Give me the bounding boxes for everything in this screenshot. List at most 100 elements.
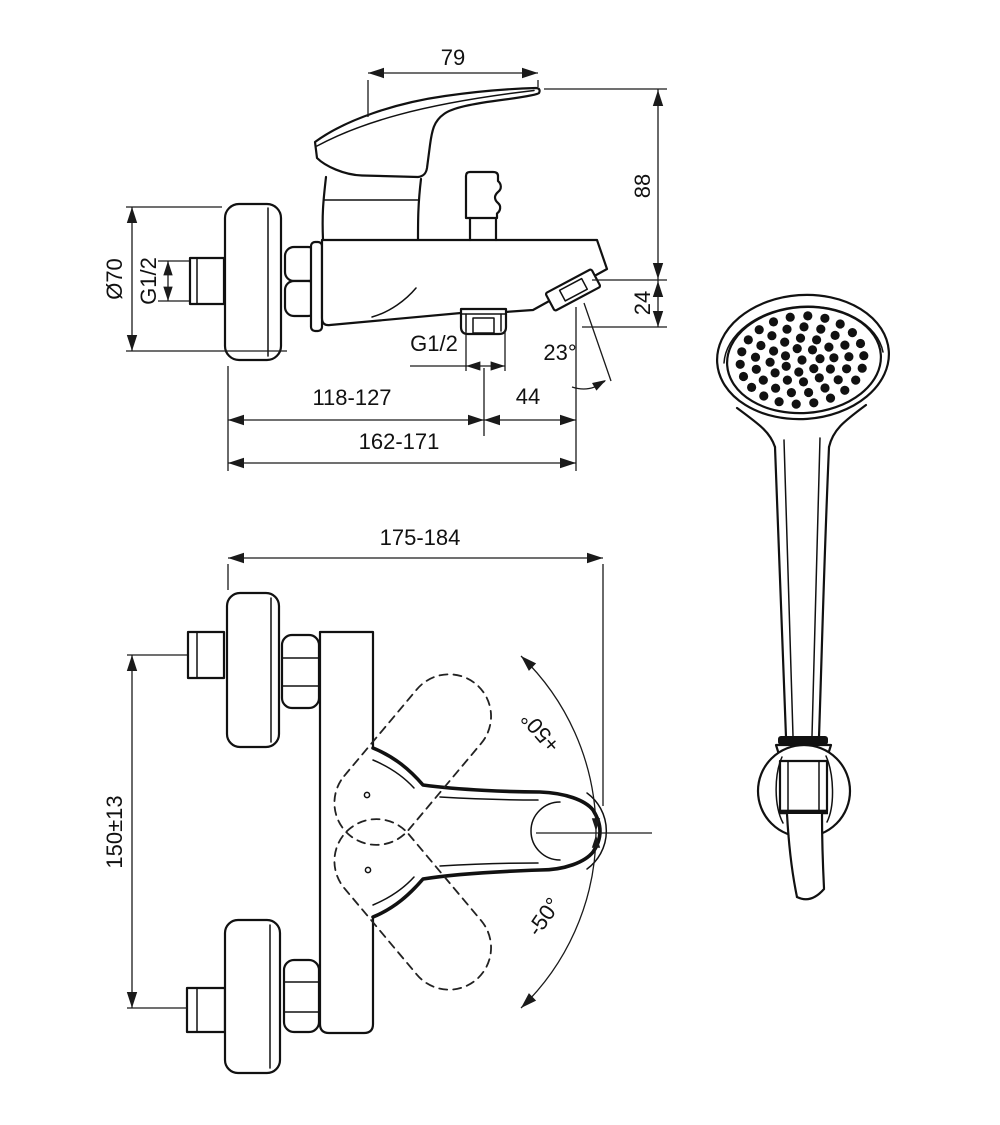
hose-end-cap xyxy=(795,887,826,901)
nozzle-dot xyxy=(851,375,861,385)
nozzle-dot xyxy=(738,371,749,382)
nozzle-dot xyxy=(780,337,790,347)
nozzle-dot xyxy=(769,346,779,356)
dim-arrow xyxy=(228,414,244,426)
nozzle-dot xyxy=(791,399,801,409)
bottom-hex-nut xyxy=(282,958,321,1034)
dim-label-flange-diameter: Ø70 xyxy=(102,258,127,300)
dim-arrow xyxy=(228,552,244,564)
dim-arrow xyxy=(228,457,244,469)
dim-label-swing-down: -50° xyxy=(522,893,566,941)
lever-handle-front xyxy=(371,746,602,919)
screw-dot-bottom xyxy=(364,866,372,874)
nozzle-dot xyxy=(857,363,867,373)
nozzle-dot xyxy=(840,340,850,350)
dim-label-handle-length: 79 xyxy=(441,45,465,70)
lever-boss-inner-arc xyxy=(530,801,561,861)
dim-arrow xyxy=(163,261,173,276)
connector-plate xyxy=(309,240,324,333)
handle-rubber-band xyxy=(778,736,828,745)
cartridge-dome xyxy=(321,175,328,242)
nozzle-dot xyxy=(798,377,809,387)
dim-label-spout-drop: 24 xyxy=(630,291,655,315)
lever-position-down xyxy=(333,818,492,991)
nozzle-dot xyxy=(758,375,768,385)
nozzle-dot xyxy=(751,364,761,374)
bottom-inlet-nipple xyxy=(185,986,227,1034)
nozzle-dot xyxy=(782,375,793,385)
nozzle-dot xyxy=(782,324,792,334)
nozzle-dot xyxy=(750,352,761,362)
dim-arrow xyxy=(368,67,384,79)
screw-dot-top xyxy=(363,791,371,799)
dim-label-outlet-to-tip: 44 xyxy=(516,384,540,409)
shower-nozzle-dots xyxy=(735,311,869,409)
dim-label-spout-angle: 23° xyxy=(543,340,576,365)
spout-aerator xyxy=(544,268,602,312)
lever-dashed-outline xyxy=(333,673,492,846)
nozzle-dot xyxy=(737,347,747,357)
nozzle-dot xyxy=(809,364,819,374)
ext-line xyxy=(367,80,539,117)
nozzle-dot xyxy=(829,353,839,363)
spout-underside-curve xyxy=(371,287,417,318)
dim-label-height: 88 xyxy=(630,174,655,198)
handle-inner-left xyxy=(783,439,794,737)
dim-arrow xyxy=(592,376,609,391)
front-view: 175-184 150±13 +50° -50° xyxy=(102,525,652,1075)
dim-arrow xyxy=(484,414,500,426)
dim-label-hose-thread: G1/2 xyxy=(410,331,458,356)
dim-arrow xyxy=(560,457,576,469)
nozzle-dot xyxy=(840,385,850,395)
nozzle-dot xyxy=(743,335,753,345)
lever-dashed-outline xyxy=(333,818,492,991)
dim-label-swing-up: +50° xyxy=(516,706,565,757)
dim-arrow xyxy=(522,67,538,79)
nozzle-dot xyxy=(859,351,869,361)
top-hex-nut-facets xyxy=(281,657,320,687)
ext-line xyxy=(465,331,506,371)
inlet-nipple-side xyxy=(188,256,226,306)
ext-line xyxy=(126,206,287,352)
dim-arrow xyxy=(560,414,576,426)
hose-outlet-opening xyxy=(472,317,495,334)
lever-position-up xyxy=(333,673,492,846)
dim-label-centres: 150±13 xyxy=(102,795,127,868)
side-view-dimensions: 79 88 24 Ø70 G1/2 xyxy=(102,45,667,471)
lever-handle-side xyxy=(313,86,541,179)
dim-arrow xyxy=(466,361,481,371)
ext-line xyxy=(227,307,577,471)
nozzle-dot xyxy=(825,364,836,374)
nozzle-dot xyxy=(767,331,777,341)
nozzle-dot xyxy=(799,322,809,332)
hose-edge-right xyxy=(820,812,826,890)
ext-line xyxy=(158,260,189,302)
nozzle-dot xyxy=(807,345,818,355)
wall-flange-side xyxy=(223,202,283,362)
top-inlet-nipple xyxy=(186,630,226,680)
dim-arrow xyxy=(126,655,138,671)
nozzle-dot xyxy=(785,312,795,322)
nozzle-dot xyxy=(756,340,766,351)
side-view: 79 88 24 Ø70 G1/2 xyxy=(102,45,667,471)
nozzle-dot xyxy=(768,317,779,327)
hose-fill xyxy=(787,814,824,900)
nozzle-dot xyxy=(816,324,826,334)
top-wall-flange xyxy=(225,591,281,749)
dim-label-wall-to-tip: 162-171 xyxy=(359,429,440,454)
bracket-knuckle xyxy=(778,759,829,813)
nozzle-dot xyxy=(814,373,824,383)
swing-arc xyxy=(520,655,597,1009)
dim-arrow xyxy=(652,90,664,106)
handle-edge-left xyxy=(773,445,788,739)
dim-arrow xyxy=(126,207,138,223)
dim-arrow xyxy=(126,992,138,1008)
lever-edge-line-bottom xyxy=(439,862,539,867)
nozzle-dot xyxy=(804,387,814,398)
mixer-body-spout xyxy=(320,238,609,327)
nozzle-dot xyxy=(825,393,836,403)
nozzle-dot xyxy=(847,328,858,338)
nozzle-dot xyxy=(820,313,830,323)
